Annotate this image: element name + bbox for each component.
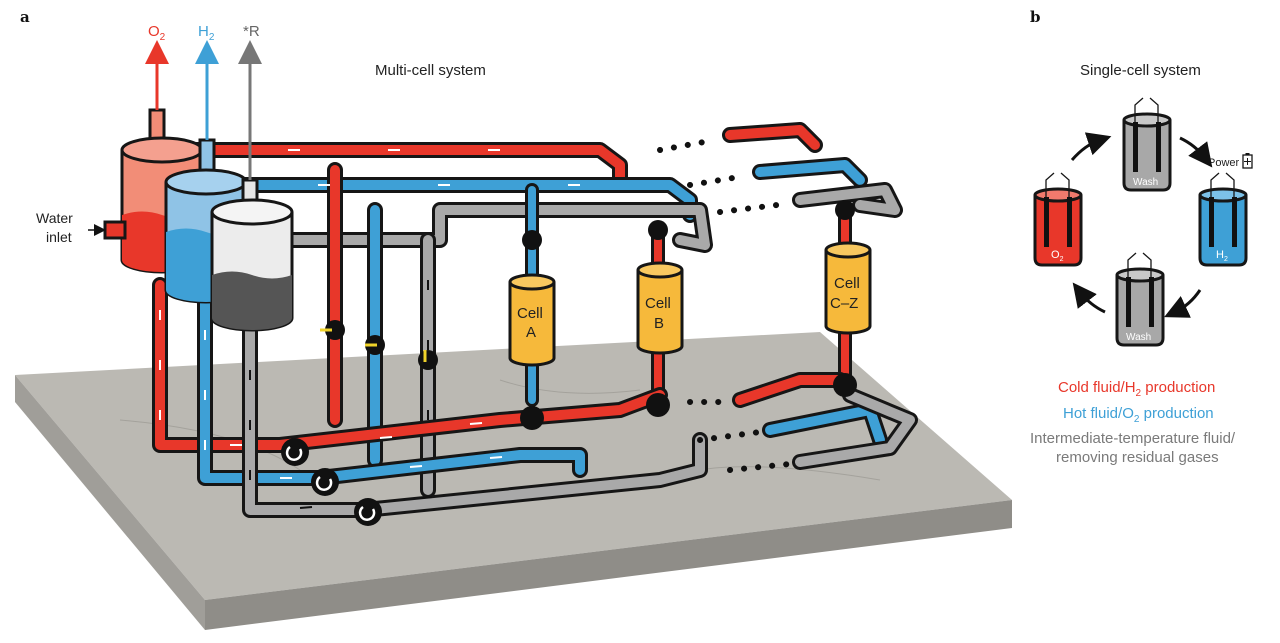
cell-h2: H2	[1198, 172, 1248, 267]
cell-b-line2: B	[654, 315, 664, 332]
wash-top-label: Wash	[1133, 177, 1158, 188]
legend-hot: Hot fluid/O2 production	[1063, 405, 1214, 425]
battery-icon	[1242, 153, 1253, 169]
power-label: Power	[1208, 157, 1240, 169]
valves	[325, 200, 857, 430]
flow-arrows	[159, 149, 580, 479]
legend-intermediate-1: Intermediate-temperature fluid/	[1030, 430, 1236, 447]
water-inlet-label-2: inlet	[46, 229, 72, 245]
cell-c-z-line1: Cell	[834, 275, 860, 292]
pump-intermediate	[354, 498, 382, 526]
panel-label-b: b	[1030, 8, 1041, 26]
legend-cold: Cold fluid/H2 production	[1058, 379, 1215, 399]
pumps	[281, 438, 382, 526]
cell-o2: O2	[1033, 172, 1083, 267]
cell-a: Cell A	[508, 273, 556, 367]
cell-a-line1: Cell	[517, 305, 543, 322]
water-inlet-label-1: Water	[36, 210, 73, 226]
single-cell-title: Single-cell system	[1080, 62, 1201, 79]
panel-label-a: a	[20, 8, 30, 26]
pump-cold	[281, 438, 309, 466]
cell-o2-label: O2	[1051, 249, 1064, 263]
legend: Cold fluid/H2 production Hot fluid/O2 pr…	[1030, 379, 1236, 466]
cycle-arrows	[1070, 132, 1213, 318]
pump-hot	[311, 468, 339, 496]
cell-b: Cell B	[636, 261, 684, 355]
cell-b-line1: Cell	[645, 295, 671, 312]
wash-bottom-label: Wash	[1126, 332, 1151, 343]
cell-h2-label: H2	[1216, 249, 1228, 263]
outlet-h2-label: H2	[198, 23, 215, 43]
outlet-o2-label: O2	[148, 23, 166, 43]
tank-residual	[210, 178, 294, 332]
cell-wash-top: Wash	[1122, 97, 1172, 192]
legend-intermediate-2: removing residual gases	[1056, 449, 1219, 466]
cell-c-z: Cell C–Z	[824, 241, 872, 335]
continuation-dots	[657, 137, 793, 473]
cell-a-line2: A	[526, 324, 536, 341]
outlet-arrows	[88, 40, 262, 236]
cell-c-z-line2: C–Z	[830, 295, 858, 312]
cell-wash-bottom: Wash	[1115, 252, 1165, 347]
outlet-r-label: *R	[243, 23, 260, 40]
multi-cell-title: Multi-cell system	[375, 62, 486, 79]
